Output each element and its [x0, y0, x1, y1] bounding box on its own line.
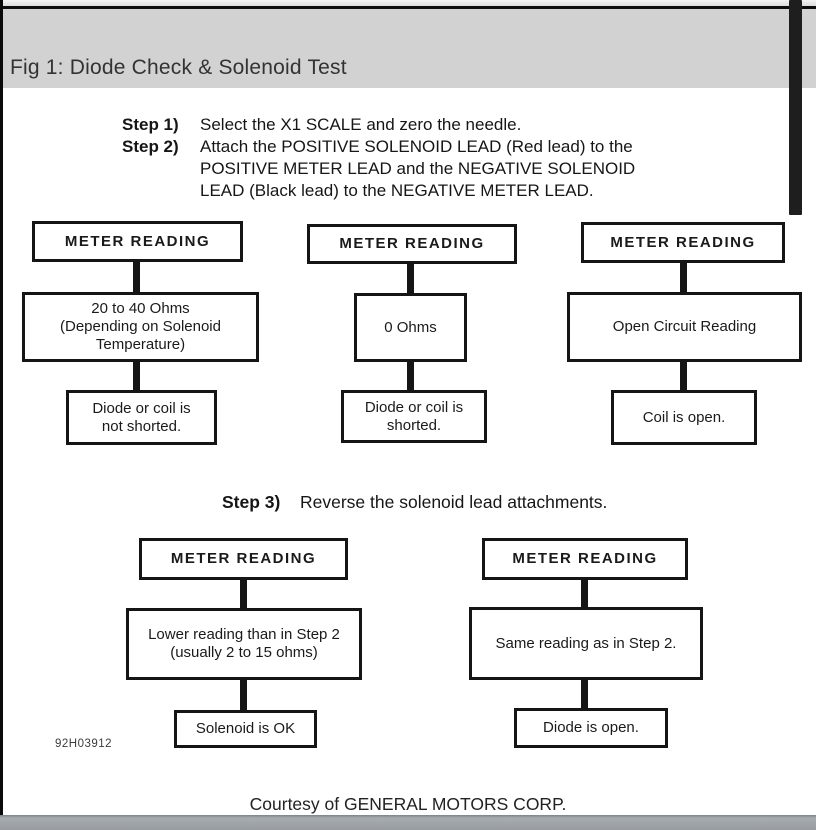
meter-reading-box-2: METER READING — [307, 224, 517, 264]
step-2-text-line2: POSITIVE METER LEAD and the NEGATIVE SOL… — [200, 159, 636, 178]
reading-line: 0 Ohms — [384, 318, 437, 336]
connector — [680, 263, 687, 293]
result-line: Coil is open. — [642, 408, 726, 426]
result-line: Solenoid is OK — [195, 720, 296, 737]
figure-title: Fig 1: Diode Check & Solenoid Test — [10, 56, 347, 79]
connector — [240, 580, 247, 608]
step-2-label: Step 2) — [122, 137, 179, 156]
step-3-text: Reverse the solenoid lead attachments. — [300, 492, 608, 512]
step-2-text-line3: LEAD (Black lead) to the NEGATIVE METER … — [200, 181, 594, 200]
reading-line: (usually 2 to 15 ohms) — [170, 644, 318, 661]
meter-reading-label: METER READING — [64, 232, 211, 250]
connector — [133, 362, 140, 391]
window-top-border — [0, 6, 816, 9]
bottom-scrollbar-track[interactable] — [0, 815, 816, 830]
meter-reading-box-1: METER READING — [32, 221, 243, 262]
result-line: Diode or coil is — [364, 398, 464, 416]
result-box-2: Diode or coil is shorted. — [341, 390, 487, 443]
step-instructions: Step 1) Select the X1 SCALE and zero the… — [122, 114, 635, 202]
meter-reading-box-4: METER READING — [139, 538, 348, 580]
reading-line: Same reading as in Step 2. — [495, 634, 677, 652]
reading-box-4: Lower reading than in Step 2 (usually 2 … — [126, 608, 362, 680]
step-3-line: Step 3) Reverse the solenoid lead attach… — [222, 491, 607, 513]
step-1-text: Select the X1 SCALE and zero the needle. — [200, 115, 522, 134]
result-line: shorted. — [386, 416, 442, 434]
figure-header-bar: Fig 1: Diode Check & Solenoid Test — [3, 9, 816, 88]
result-box-1: Diode or coil is not shorted. — [66, 390, 217, 445]
reading-box-3: Open Circuit Reading — [567, 292, 802, 362]
reading-box-1: 20 to 40 Ohms (Depending on Solenoid Tem… — [22, 292, 259, 362]
meter-reading-box-3: METER READING — [581, 222, 785, 263]
window-left-border — [0, 0, 3, 816]
meter-reading-label: METER READING — [512, 550, 658, 567]
reading-line: Lower reading than in Step 2 — [148, 626, 340, 643]
reading-box-2: 0 Ohms — [354, 293, 467, 362]
connector — [407, 264, 414, 294]
connector — [240, 680, 247, 710]
meter-reading-label: METER READING — [339, 235, 485, 252]
window-top-strip — [0, 0, 816, 6]
result-box-5: Diode is open. — [514, 708, 668, 748]
result-box-3: Coil is open. — [611, 390, 757, 445]
reading-box-5: Same reading as in Step 2. — [469, 607, 703, 680]
scrollbar-thumb[interactable] — [789, 0, 802, 215]
result-line: Diode or coil is — [92, 399, 191, 417]
step-3-label: Step 3) — [222, 492, 281, 512]
connector — [581, 580, 588, 607]
courtesy-line: Courtesy of GENERAL MOTORS CORP. — [249, 794, 567, 814]
connector — [581, 680, 588, 708]
step-2-text: Attach the POSITIVE SOLENOID LEAD (Red l… — [200, 137, 633, 156]
connector — [680, 362, 687, 391]
step-2-line: Step 2) Attach the POSITIVE SOLENOID LEA… — [122, 136, 635, 158]
reading-line: 20 to 40 Ohms — [91, 300, 190, 317]
reading-line: Temperature) — [95, 336, 186, 353]
figure-code: 92H03912 — [55, 738, 113, 750]
result-box-4: Solenoid is OK — [174, 710, 317, 748]
meter-reading-label: METER READING — [610, 233, 756, 251]
result-line: Diode is open. — [543, 719, 639, 736]
result-line: not shorted. — [101, 417, 182, 435]
step-spacer — [122, 158, 200, 180]
step-2-continuation: LEAD (Black lead) to the NEGATIVE METER … — [122, 180, 635, 202]
step-2-continuation: POSITIVE METER LEAD and the NEGATIVE SOL… — [122, 158, 635, 180]
reading-line: (Depending on Solenoid — [60, 318, 221, 335]
step-1-label: Step 1) — [122, 115, 179, 134]
connector — [407, 362, 414, 391]
step-spacer — [122, 180, 200, 202]
step-1-line: Step 1) Select the X1 SCALE and zero the… — [122, 114, 635, 136]
connector — [133, 262, 140, 293]
reading-line: Open Circuit Reading — [612, 318, 757, 335]
meter-reading-box-5: METER READING — [482, 538, 688, 580]
meter-reading-label: METER READING — [170, 550, 317, 567]
